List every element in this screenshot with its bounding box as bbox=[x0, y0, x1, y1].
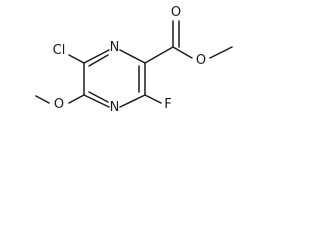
bond-n4-c5-inner bbox=[88, 91, 109, 103]
atom-fluorine: F bbox=[164, 97, 171, 112]
bond-c3-f bbox=[144, 94, 162, 104]
bond-oester-methyl bbox=[209, 46, 233, 59]
bond-c5-o bbox=[68, 94, 85, 104]
bond-n1-c6-inner bbox=[88, 54, 109, 67]
bond-c2-carbonyl bbox=[144, 46, 174, 64]
atom-oxygen-methoxy: O bbox=[54, 97, 64, 112]
atom-n-top: N bbox=[110, 40, 120, 55]
bond-n4-c5 bbox=[83, 94, 110, 108]
bond-n1-c2 bbox=[119, 49, 146, 64]
bond-n1-c6 bbox=[83, 49, 110, 64]
bond-c6-cl bbox=[68, 54, 85, 64]
molecule-structure: N N Cl O F O O bbox=[35, 5, 233, 115]
atom-oxygen-carbonyl: O bbox=[171, 5, 181, 20]
bond-carbonyl-oester bbox=[172, 46, 193, 59]
atom-oxygen-ester: O bbox=[196, 53, 206, 68]
atom-chlorine: Cl bbox=[53, 43, 66, 58]
bond-o-methyl bbox=[35, 95, 50, 104]
atom-n-bottom: N bbox=[110, 100, 120, 115]
bond-c3-n4 bbox=[119, 94, 146, 108]
